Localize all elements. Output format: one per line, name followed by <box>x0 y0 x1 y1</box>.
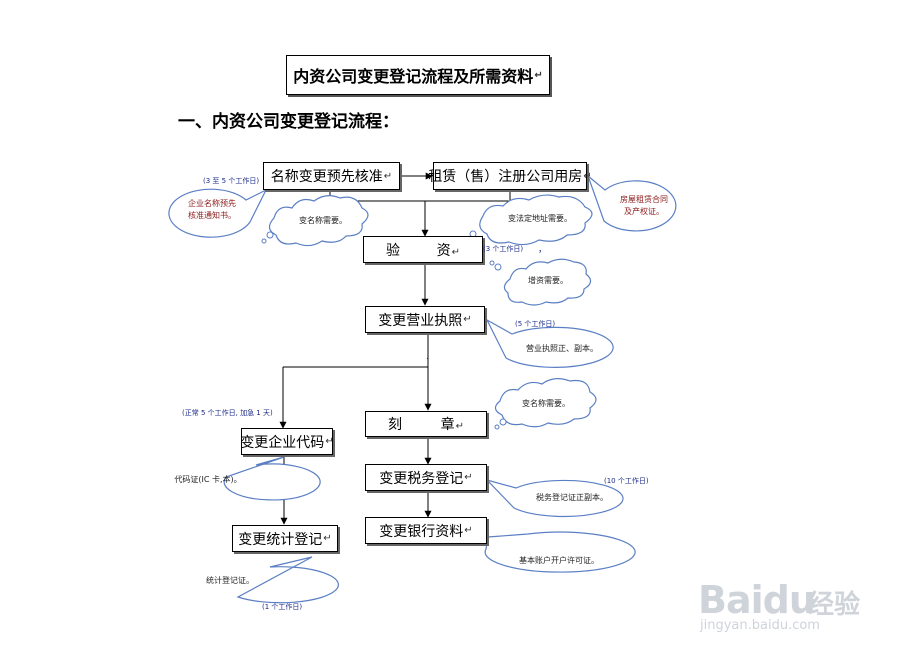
cloud-name-req-2 <box>494 378 597 428</box>
document-title-text: 内资公司变更登记流程及所需资料 <box>293 67 534 86</box>
note-mark-b: . <box>426 352 429 362</box>
note-org-code-days: (正常 5 个工作日, 加急 1 天) <box>182 409 273 417</box>
bubble-text-lease-docs: 房屋租赁合同 及产权证。 <box>620 195 668 216</box>
callout-name-notice <box>168 188 268 238</box>
callout-bank-docs <box>484 531 636 573</box>
callout-stats-docs <box>236 556 339 604</box>
cloud-address-req <box>479 194 593 246</box>
document-title: 内资公司变更登记流程及所需资料↵ <box>286 55 550 95</box>
note-mark-a: ， <box>538 245 548 255</box>
step-company-seal: 刻章↵ <box>365 411 487 437</box>
note-stats-days: (1 个工作日) <box>262 603 303 611</box>
step-business-license: 变更营业执照↵ <box>365 306 485 333</box>
note-tax-days: (10 个工作日) <box>604 477 649 485</box>
step-name-precheck: 名称变更预先核准↵ <box>263 162 400 190</box>
bubble-text-stats-docs: 统计登记证。 <box>206 576 254 585</box>
note-capital-days: (3 个工作日) <box>483 245 524 253</box>
step-tax-registration: 变更税务登记↵ <box>365 464 487 491</box>
bubble-text-capital-req: 增资需要。 <box>528 276 568 285</box>
bubble-text-org-code-docs: 代码证(IC 卡,本)。 <box>174 475 242 484</box>
cloud-name-req-1 <box>268 195 369 247</box>
cloud-capital-req <box>503 258 592 306</box>
note-name-check-days: (3 至 5 个工作日) <box>203 177 260 185</box>
callout-lease-docs <box>586 174 677 232</box>
step-bank-update: 变更银行资料↵ <box>365 517 487 544</box>
callout-license-docs <box>485 318 614 368</box>
bubble-text-name-req-2: 变名称需要。 <box>522 399 570 408</box>
jingyan-watermark: 经验 <box>808 590 861 620</box>
bubble-text-license-docs: 营业执照正、副本。 <box>526 344 598 353</box>
step-capital-verification: 验资↵ <box>363 236 483 263</box>
bubble-text-address-req: 变法定地址需要。 <box>508 214 572 223</box>
bubble-text-name-notice: 企业名称预先 核准通知书。 <box>188 199 236 220</box>
step-statistics-registration: 变更统计登记↵ <box>232 525 338 552</box>
note-license-days: (5 个工作日) <box>515 320 556 328</box>
watermark-url: jingyan.baidu.com <box>700 618 820 633</box>
baidu-logo-watermark: Baidu <box>698 578 816 622</box>
bubble-text-bank-docs: 基本账户开户许可证。 <box>519 556 599 565</box>
bubble-text-tax-docs: 税务登记证正副本。 <box>536 493 608 502</box>
section-heading: 一、内资公司变更登记流程： <box>178 112 399 132</box>
callout-org-code-docs <box>223 456 321 501</box>
step-org-code: 变更企业代码↵ <box>240 428 334 455</box>
callout-tax-docs <box>485 478 624 518</box>
bubble-text-name-req-1: 变名称需要。 <box>299 216 347 225</box>
step-lease-office: 租赁（售）注册公司用房↵ <box>428 162 592 190</box>
